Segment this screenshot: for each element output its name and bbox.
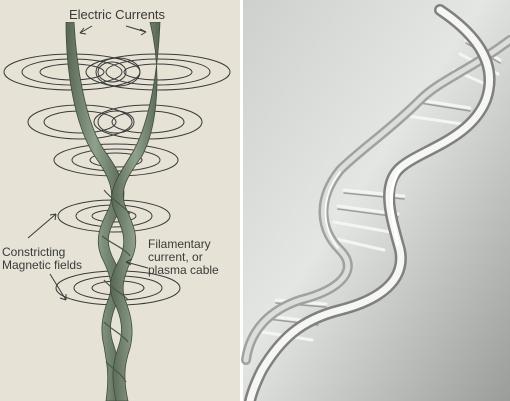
plasma-diagram-panel: Electric Currents Constricting Magnetic …: [0, 0, 240, 401]
label-magnetic-fields: Magnetic fields: [2, 258, 82, 272]
dna-helix-panel: [243, 0, 510, 401]
label-constricting: Constricting: [2, 245, 65, 259]
label-plasma-cable: plasma cable: [148, 263, 219, 277]
label-electric-currents: Electric Currents: [69, 7, 166, 22]
panel-divider: [240, 0, 243, 401]
label-filamentary: Filamentary: [148, 237, 211, 251]
label-current-or: current, or: [148, 250, 203, 264]
